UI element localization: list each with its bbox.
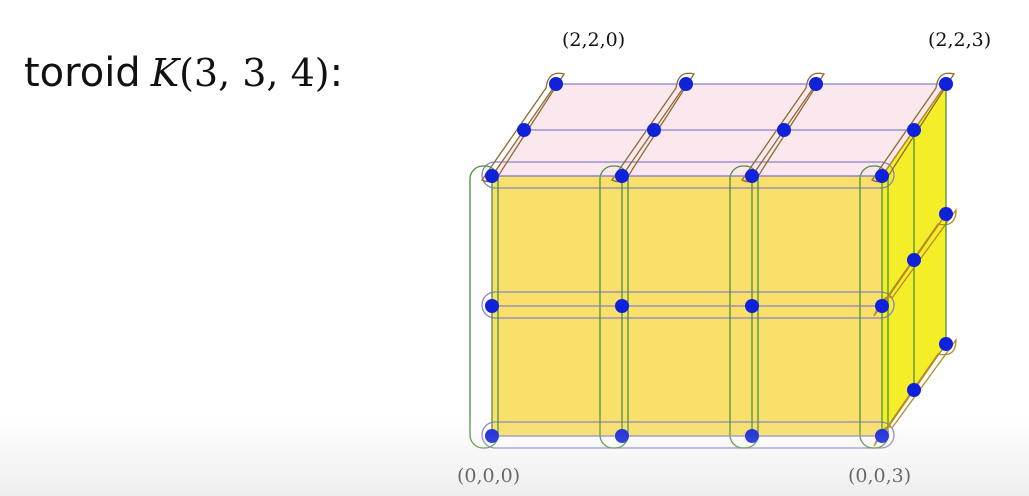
grid-node (875, 429, 889, 443)
grid-node (875, 299, 889, 313)
grid-node (615, 299, 629, 313)
grid-node (939, 77, 953, 91)
grid-node (549, 77, 563, 91)
label-top-back-right: (2,2,3) (928, 29, 991, 51)
grid-node (745, 169, 759, 183)
grid-node (745, 429, 759, 443)
grid-node (517, 123, 531, 137)
title-name: toroid (24, 50, 141, 96)
grid-node (875, 169, 889, 183)
grid-node (615, 169, 629, 183)
title-args: (3, 3, 4) (179, 51, 330, 95)
grid-node (907, 123, 921, 137)
grid-node (939, 207, 953, 221)
title-symbol: K (150, 51, 180, 95)
label-top-back-left: (2,2,0) (562, 29, 625, 51)
grid-node (485, 299, 499, 313)
grid-node (939, 337, 953, 351)
grid-node (485, 169, 499, 183)
grid-node (615, 429, 629, 443)
grid-node (809, 77, 823, 91)
grid-node (907, 383, 921, 397)
grid-nodes (485, 77, 953, 443)
grid-node (777, 123, 791, 137)
cube-faces (492, 84, 946, 436)
grid-node (485, 429, 499, 443)
label-bottom-front-left: (0,0,0) (457, 465, 520, 487)
title-formula: K(3, 3, 4) (151, 51, 330, 95)
grid-node (745, 299, 759, 313)
row-wrap-loop (481, 291, 895, 319)
grid-node (907, 253, 921, 267)
grid-node (679, 77, 693, 91)
label-bottom-front-right: (0,0,3) (848, 465, 911, 487)
grid-node (647, 123, 661, 137)
row-wrap-loop (481, 161, 895, 189)
title-colon: : (329, 50, 344, 96)
